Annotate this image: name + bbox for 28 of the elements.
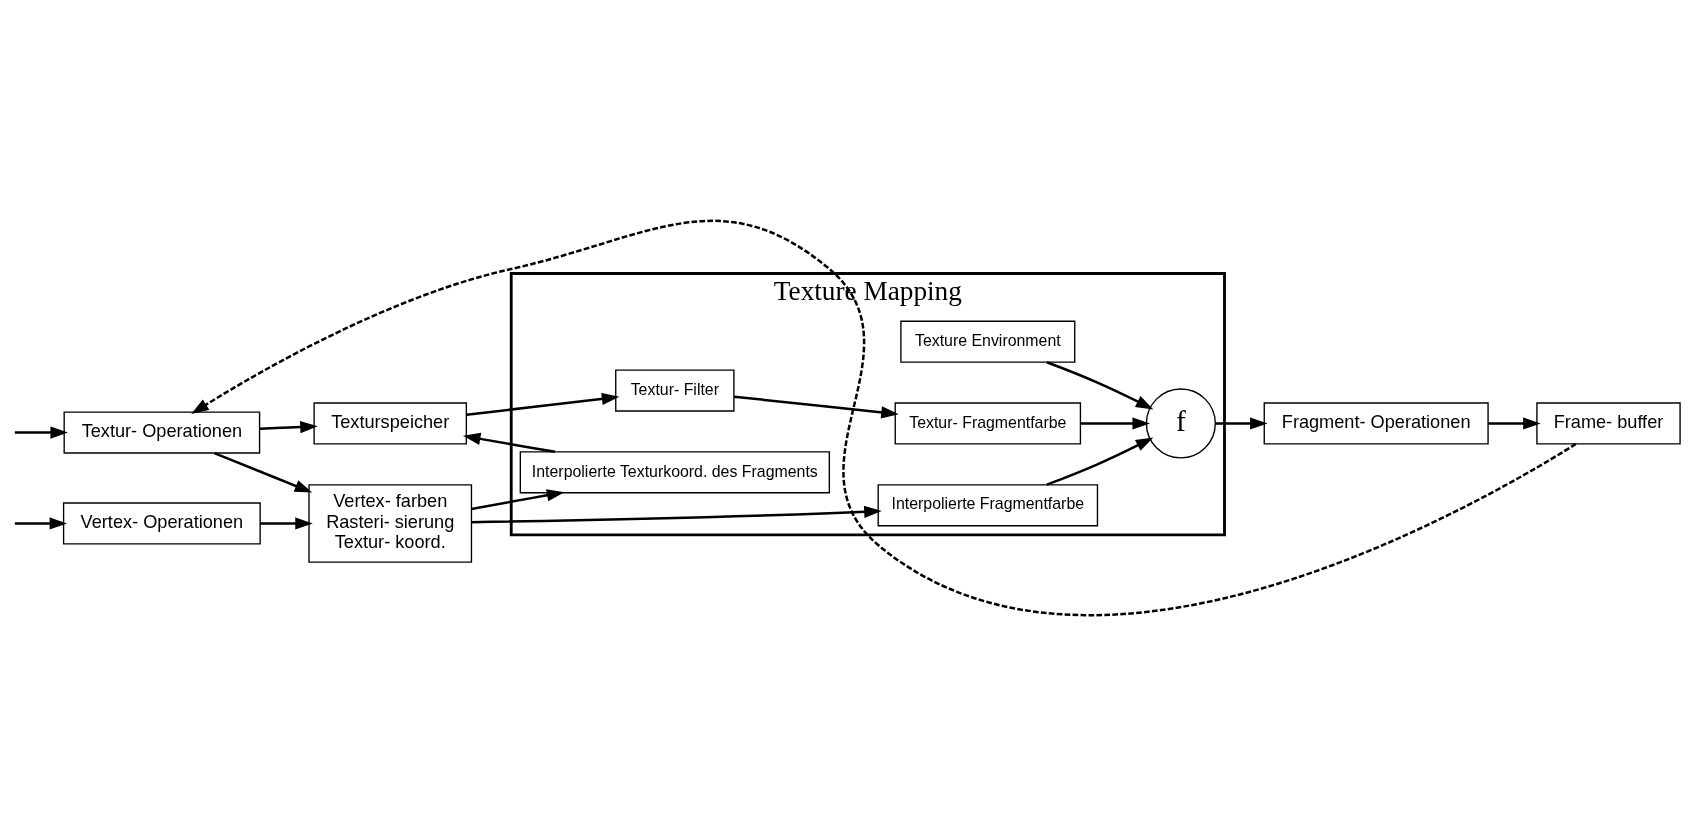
arrow [462,432,556,454]
node-box: Textur- Fragmentfarbe [894,402,1082,445]
arrow [466,392,620,416]
arrow [1046,361,1154,410]
arrow [1488,417,1541,430]
arrow [1215,417,1268,430]
arrow [14,426,68,439]
node-box: Interpolierte Fragmentfarbe [877,484,1099,527]
node-box: Vertex- farben Rasteri- sierung Textur- koord. [308,484,473,563]
arrow [260,517,313,530]
node-box: Texture Environment [900,320,1076,363]
arrow [1046,437,1154,486]
arrow [471,489,565,511]
arrow [1080,417,1150,430]
arrow [191,219,1577,616]
node-box: Vertex- Operationen [62,502,261,545]
node-box: Frame- buffer [1536,402,1681,445]
arrow [14,517,68,530]
arrow [259,420,318,434]
node-box: Interpolierte Texturkoord. des Fragments [519,451,830,494]
node-box: Fragment- Operationen [1263,402,1489,445]
node-circle: f [1145,388,1216,459]
node-box: Texturspeicher [313,402,468,445]
arrow [733,395,899,419]
arrow [213,452,313,493]
node-box: Textur- Filter [615,369,735,412]
arrow [471,505,882,524]
node-box: Textur- Operationen [63,411,261,454]
